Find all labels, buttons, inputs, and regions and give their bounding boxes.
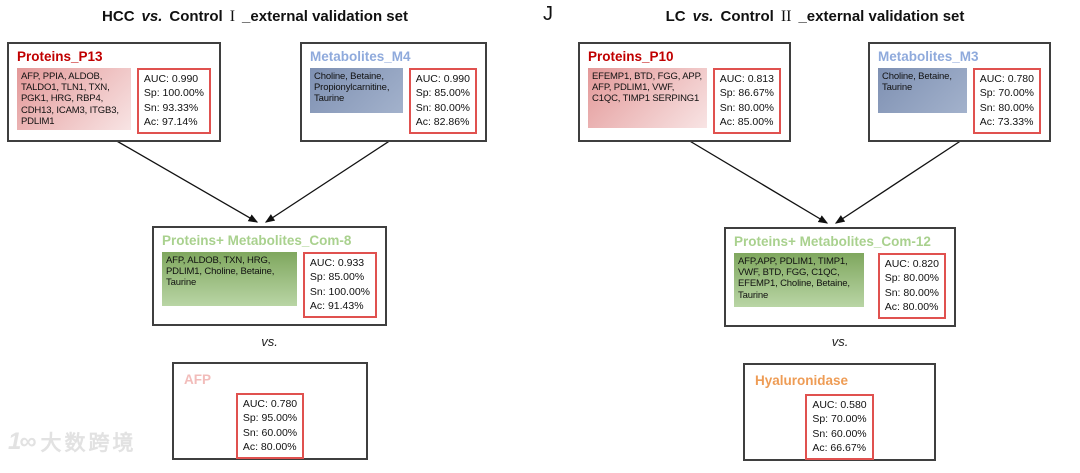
combined-com8-box: Proteins+ Metabolites_Com-8 AFP, ALDOB, … — [152, 226, 387, 326]
combined-com8-title: Proteins+ Metabolites_Com-8 — [162, 233, 352, 248]
stat-sn: Sn: 80.00% — [719, 101, 774, 114]
afp-title: AFP — [184, 372, 211, 387]
arrow-metabolites-to-combined-right — [834, 139, 963, 224]
stat-sp: Sp: 86.67% — [719, 87, 774, 100]
stat-sn: Sn: 60.00% — [812, 427, 867, 440]
stats-box: AUC: 0.780 Sp: 95.00% Sn: 60.00% Ac: 80.… — [235, 393, 305, 459]
arrow-metabolites-to-combined-left — [264, 139, 392, 223]
title-vs: vs. — [141, 8, 163, 25]
stat-auc: AUC: 0.780 — [979, 73, 1034, 85]
metabolites-m4-box: Metabolites_M4 Choline, Betaine, Propion… — [300, 42, 487, 142]
stat-sp: Sp: 95.00% — [242, 412, 298, 425]
hyaluronidase-box: Hyaluronidase AUC: 0.580 Sp: 70.00% Sn: … — [743, 363, 936, 461]
stat-sp: Sp: 85.00% — [415, 87, 470, 100]
stats-box: AUC: 0.580 Sp: 70.00% Sn: 60.00% Ac: 66.… — [805, 394, 874, 460]
vs-label: vs. — [261, 334, 278, 349]
stat-ac: Ac: 66.67% — [812, 442, 867, 455]
stat-auc: AUC: 0.580 — [812, 399, 867, 411]
stat-auc: AUC: 0.933 — [309, 257, 365, 269]
stat-auc: AUC: 0.813 — [719, 73, 774, 85]
stat-sp: Sp: 80.00% — [884, 272, 939, 285]
protein-list: EFEMP1, BTD, FGG, APP, AFP, PDLIM1, VWF,… — [588, 68, 707, 128]
stat-ac: Ac: 80.00% — [242, 441, 297, 454]
title-control: Control — [720, 8, 774, 25]
arrow-proteins-to-combined-left — [114, 139, 259, 223]
stats-box: AUC: 0.780 Sp: 70.00% Sn: 80.00% Ac: 73.… — [972, 68, 1041, 134]
arrow-proteins-to-combined-right — [687, 139, 829, 224]
panel-label-j: J — [543, 3, 553, 25]
title-suffix: _external validation set — [798, 8, 965, 25]
stats-box: AUC: 0.990 Sp: 85.00% Sn: 80.00% Ac: 82.… — [408, 68, 477, 134]
combined-com12-box: Proteins+ Metabolites_Com-12 AFP,APP, PD… — [724, 227, 956, 327]
combined-list: AFP,APP, PDLIM1, TIMP1, VWF, BTD, FGG, C… — [734, 253, 864, 307]
combined-list: AFP, ALDOB, TXN, HRG, PDLIM1, Choline, B… — [162, 252, 297, 306]
metabolites-m3-box: Metabolites_M3 Choline, Betaine, Taurine… — [868, 42, 1051, 142]
combined-com12-title: Proteins+ Metabolites_Com-12 — [734, 234, 931, 249]
stat-sp: Sp: 85.00% — [309, 271, 365, 284]
stat-ac: Ac: 73.33% — [979, 116, 1034, 129]
stat-sp: Sp: 70.00% — [812, 413, 867, 426]
stat-ac: Ac: 80.00% — [884, 301, 939, 314]
stats-box: AUC: 0.813 Sp: 86.67% Sn: 80.00% Ac: 85.… — [712, 68, 781, 134]
title-vs: vs. — [692, 8, 714, 25]
protein-list: AFP, PPIA, ALDOB, TALDO1, TLN1, TXN, PGK… — [17, 68, 131, 131]
stats-box: AUC: 0.933 Sp: 85.00% Sn: 100.00% Ac: 91… — [302, 252, 377, 318]
proteins-p10-box: Proteins_P10 EFEMP1, BTD, FGG, APP, AFP,… — [578, 42, 791, 142]
title-cohort: HCC — [102, 8, 135, 25]
afp-box: AFP AUC: 0.780 Sp: 95.00% Sn: 60.00% Ac:… — [172, 362, 368, 460]
stat-sp: Sp: 100.00% — [143, 87, 204, 100]
title-control: Control — [169, 8, 223, 25]
metabolites-m4-title: Metabolites_M4 — [310, 49, 411, 64]
stat-auc: AUC: 0.820 — [884, 258, 939, 270]
title-suffix: _external validation set — [242, 8, 408, 25]
title-cohort: LC — [665, 8, 686, 25]
stat-sn: Sn: 100.00% — [309, 285, 370, 298]
stat-ac: Ac: 97.14% — [143, 116, 198, 129]
watermark: 1∞ 大数跨境 — [8, 427, 136, 457]
vs-label: vs. — [831, 334, 849, 349]
watermark-100-icon: 1∞ — [8, 428, 37, 455]
proteins-p13-box: Proteins_P13 AFP, PPIA, ALDOB, TALDO1, T… — [7, 42, 221, 142]
stat-ac: Ac: 85.00% — [719, 116, 774, 129]
metabolites-m3-title: Metabolites_M3 — [878, 49, 979, 64]
stat-sn: Sn: 93.33% — [143, 101, 199, 114]
stat-sn: Sn: 80.00% — [979, 101, 1034, 114]
stat-ac: Ac: 82.86% — [415, 116, 470, 129]
stat-auc: AUC: 0.990 — [415, 73, 470, 85]
title-numeral: I — [229, 8, 236, 25]
stat-sn: Sn: 60.00% — [242, 426, 298, 439]
panel-title-lc: LC vs. Control II _external validation s… — [580, 8, 1050, 26]
proteins-p10-title: Proteins_P10 — [588, 49, 674, 64]
title-numeral: II — [780, 8, 792, 25]
stat-sp: Sp: 70.00% — [979, 87, 1034, 100]
stat-auc: AUC: 0.990 — [143, 73, 199, 85]
metabolite-list: Choline, Betaine, Propionylcarnitine, Ta… — [310, 68, 403, 113]
stat-auc: AUC: 0.780 — [242, 398, 298, 410]
watermark-text: 大数跨境 — [40, 432, 137, 455]
proteins-p13-title: Proteins_P13 — [17, 49, 103, 64]
stat-sn: Sn: 80.00% — [884, 286, 939, 299]
stats-box: AUC: 0.820 Sp: 80.00% Sn: 80.00% Ac: 80.… — [877, 253, 946, 319]
stat-sn: Sn: 80.00% — [415, 101, 470, 114]
stats-box: AUC: 0.990 Sp: 100.00% Sn: 93.33% Ac: 97… — [136, 68, 211, 134]
panel-title-hcc: HCC vs. Control I _external validation s… — [0, 8, 510, 26]
metabolite-list: Choline, Betaine, Taurine — [878, 68, 967, 113]
hyaluronidase-title: Hyaluronidase — [755, 373, 849, 388]
stat-ac: Ac: 91.43% — [309, 300, 364, 313]
